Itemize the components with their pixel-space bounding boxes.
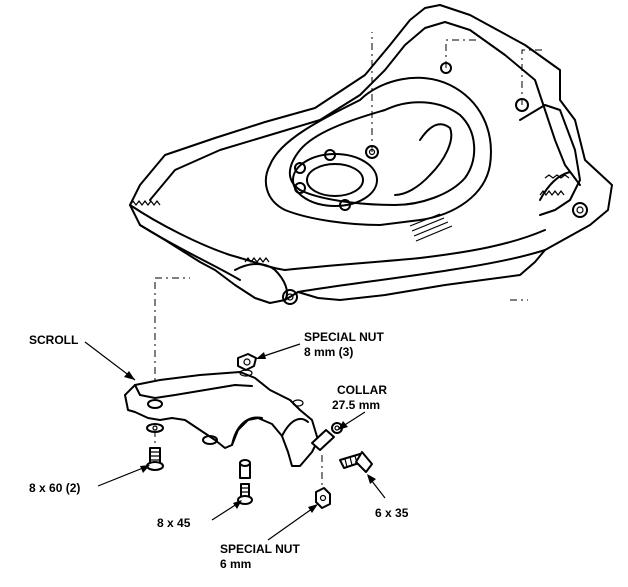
leader-arrows (84, 341, 386, 541)
label-collar-size: 27.5 mm (332, 398, 381, 412)
bolt-8x45 (237, 459, 253, 505)
label-special-nut-6mm-name: SPECIAL NUT (220, 542, 300, 556)
label-special-nut-8mm-size: 8 mm (3) (304, 345, 354, 359)
label-special-nut-6mm-size: 6 mm (220, 557, 252, 571)
label-collar-name: COLLAR (337, 383, 387, 397)
label-bolt-8x60: 8 x 60 (2) (29, 481, 81, 495)
label-bolt-6x35: 6 x 35 (375, 506, 409, 520)
special-nut-8mm (237, 353, 257, 371)
label-scroll: SCROLL (29, 333, 79, 347)
label-bolt-8x45: 8 x 45 (157, 516, 191, 530)
label-special-nut-8mm-name: SPECIAL NUT (304, 330, 384, 344)
collar-and-bolt-6x35 (311, 422, 373, 473)
mower-deck (129, 4, 613, 305)
alignment-lines (154, 32, 546, 492)
bolt-8x60 (146, 423, 164, 471)
scroll-plate (124, 369, 319, 467)
special-nut-6mm (315, 487, 331, 509)
